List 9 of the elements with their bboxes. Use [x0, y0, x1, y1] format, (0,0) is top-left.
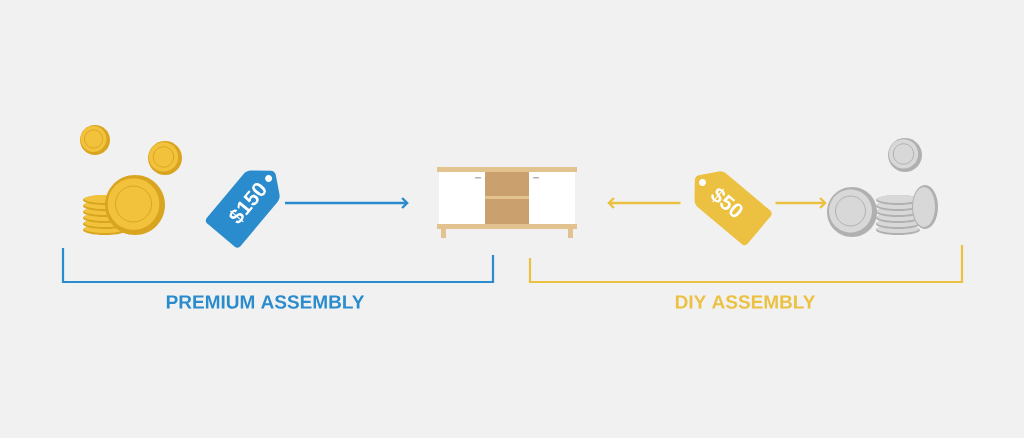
- coin-stack-drawing: [80, 125, 182, 235]
- section-label: DIY ASSEMBLY: [675, 295, 816, 309]
- arrow: [284, 197, 409, 209]
- price-tag: $50: [694, 171, 772, 246]
- cabinet-drawing: [437, 167, 577, 238]
- section-label: PREMIUM ASSEMBLY: [166, 295, 365, 309]
- coin-stack-drawing: [827, 138, 938, 237]
- arrow: [775, 197, 827, 209]
- arrow: [607, 197, 681, 209]
